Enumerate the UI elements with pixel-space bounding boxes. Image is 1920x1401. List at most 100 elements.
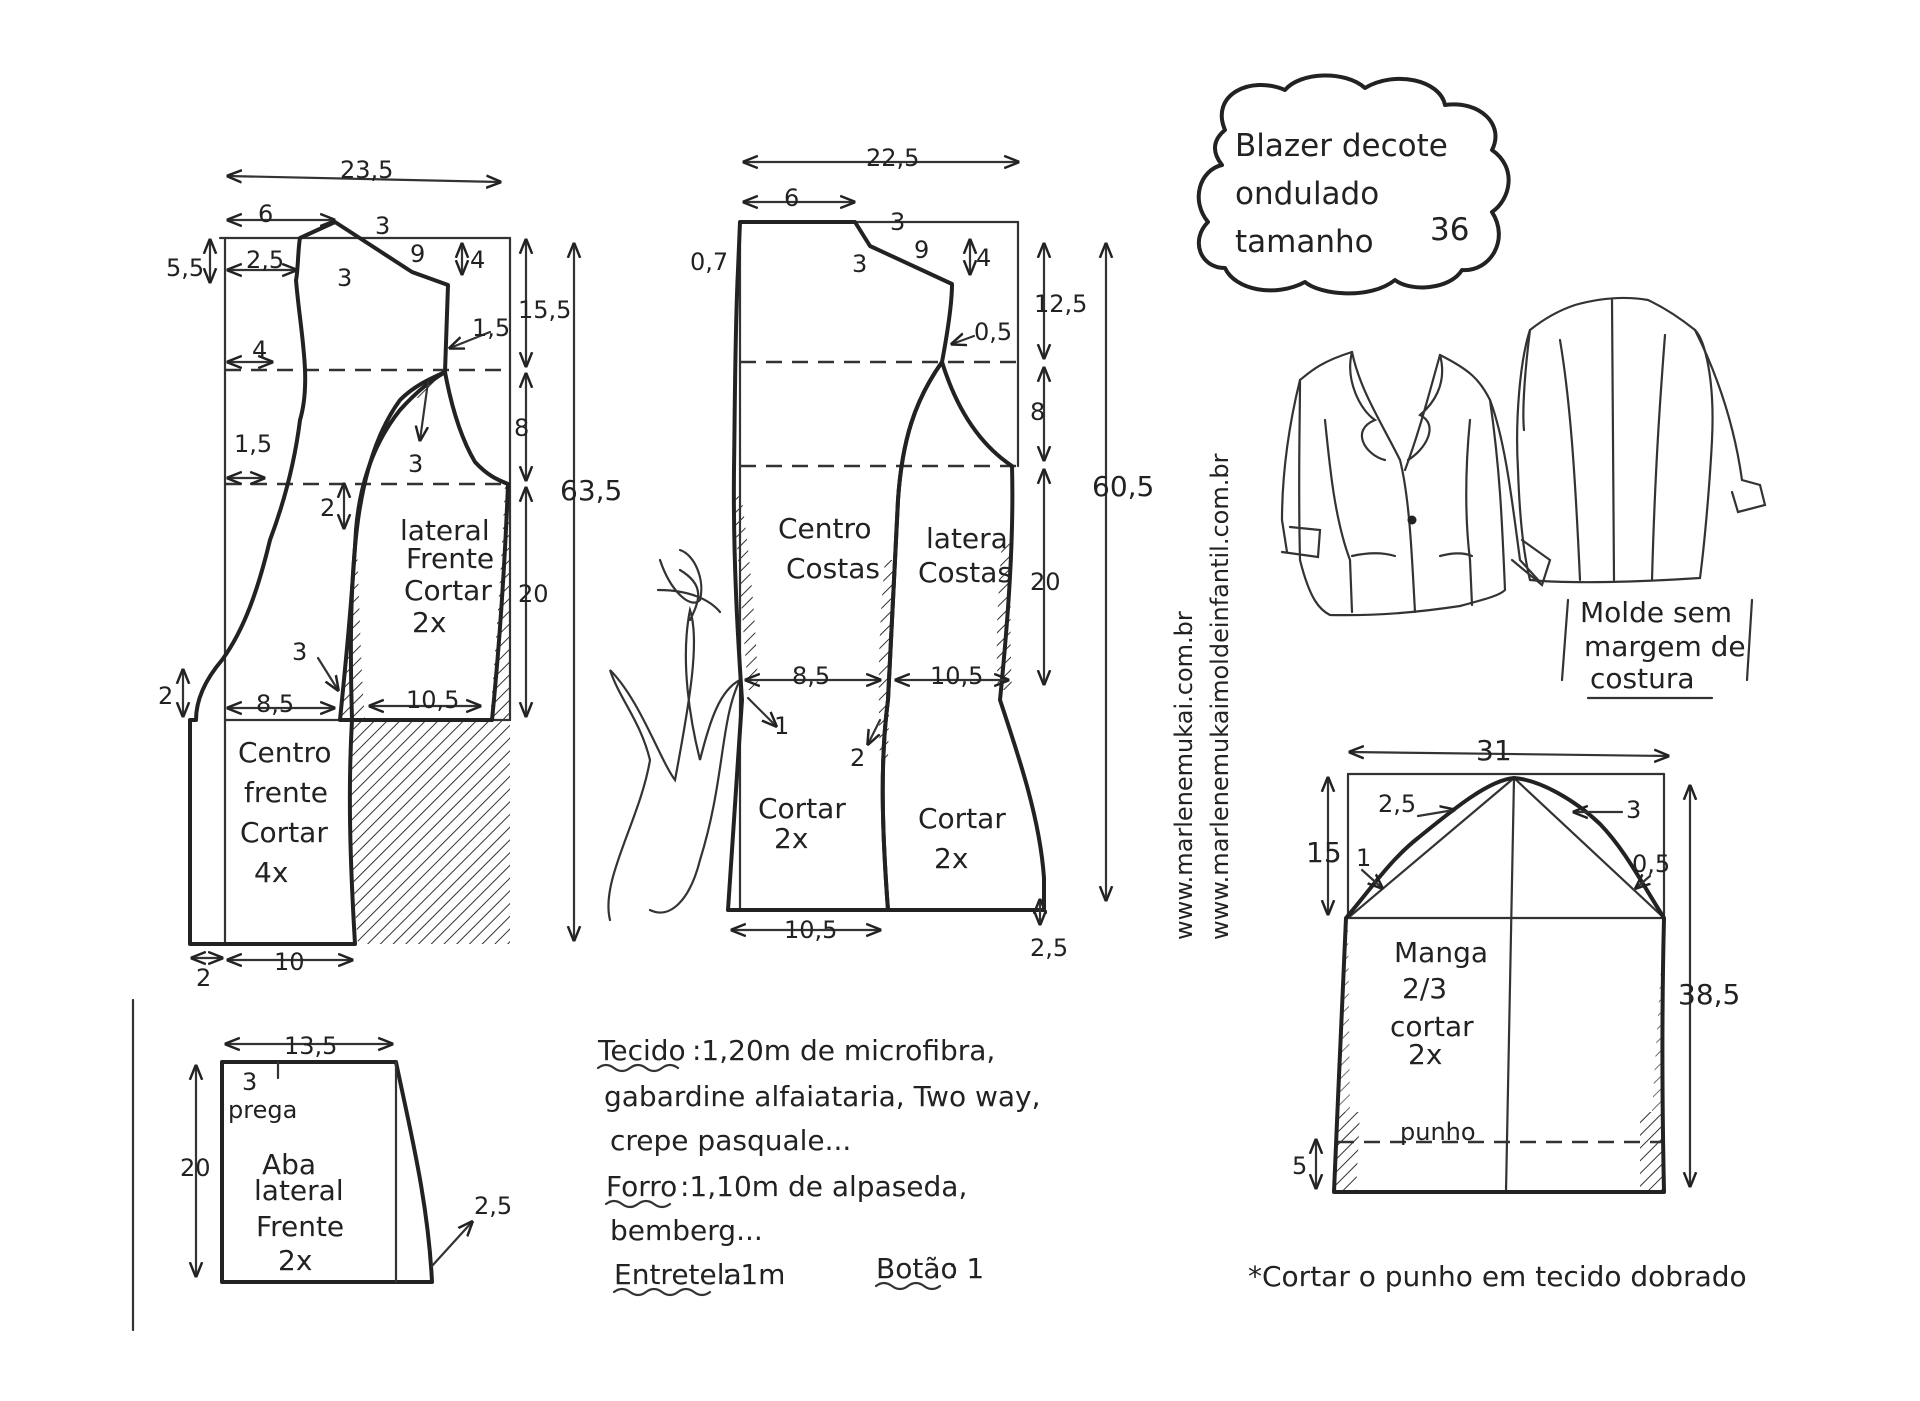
forro-line-2: bemberg... xyxy=(610,1214,763,1247)
flap-label-3: Frente xyxy=(256,1210,344,1243)
botao-value: : 1 xyxy=(948,1252,984,1285)
back-waist-side: 10,5 xyxy=(930,662,983,690)
tecido-line-2: gabardine alfaiataria, Two way, xyxy=(604,1080,1041,1113)
front-waist-center: 8,5 xyxy=(256,690,294,718)
seam-note-line-3: costura xyxy=(1590,662,1695,695)
title-line-1: Blazer decote xyxy=(1235,128,1448,164)
flap-slant: 2,5 xyxy=(474,1192,512,1220)
side-front-label-2: Frente xyxy=(406,542,494,575)
website-2: www.marlenemukaimoldeinfantil.com.br xyxy=(1206,453,1234,940)
back-center-offset: 0,7 xyxy=(690,248,728,276)
back-neck-drop: 3 xyxy=(852,250,867,278)
sleeve-label-2: 2/3 xyxy=(1402,972,1447,1005)
center-back-label-3: Cortar xyxy=(758,792,846,825)
websites: www.marlenemukai.com.br www.marlenemukai… xyxy=(1170,453,1234,940)
center-front-label-4: 4x xyxy=(254,856,288,889)
flap-pattern: 13,5 3 prega 20 2,5 Aba lateral Frente 2… xyxy=(131,998,512,1332)
side-back-label-4: 2x xyxy=(934,842,968,875)
back-hem-dart: 2 xyxy=(850,744,865,772)
forro-line-1: :1,10m de alpaseda, xyxy=(680,1170,967,1203)
front-hatch-overlap xyxy=(351,720,510,944)
title-block: Blazer decote ondulado tamanho 36 xyxy=(1196,73,1511,296)
back-width: 22,5 xyxy=(866,144,919,172)
sleeve-cap-right: 3 xyxy=(1626,796,1641,824)
center-back-label-4: 2x xyxy=(774,822,808,855)
front-hem-overlap: 2 xyxy=(196,964,211,992)
tecido-line-3: crepe pasquale... xyxy=(610,1124,851,1157)
back-height-a: 12,5 xyxy=(1034,290,1087,318)
center-front-label-1: Centro xyxy=(238,736,332,769)
fabric-notes: Tecido :1,20m de microfibra, gabardine a… xyxy=(596,1034,1041,1297)
center-back-label-2: Costas xyxy=(786,552,880,585)
back-total: 60,5 xyxy=(1092,470,1154,503)
flap-width: 13,5 xyxy=(284,1032,337,1060)
jacket-sketch xyxy=(1280,296,1767,617)
sleeve-left-small: 1 xyxy=(1356,844,1371,872)
title-line-2: ondulado xyxy=(1235,176,1379,212)
sleeve-label-3: cortar xyxy=(1390,1010,1474,1043)
seam-note-line-1: Molde sem xyxy=(1580,596,1732,629)
sleeve-cuff-height: 5 xyxy=(1292,1152,1307,1180)
botao-label: Botão xyxy=(876,1252,958,1285)
back-height-b: 8 xyxy=(1030,398,1045,426)
front-side-gap: 2 xyxy=(320,494,335,522)
back-shoulder-drop: 4 xyxy=(976,244,991,272)
center-back-label-1: Centro xyxy=(778,512,872,545)
front-left-top: 5,5 xyxy=(166,254,204,282)
back-shoulder: 9 xyxy=(914,236,929,264)
side-front-outline xyxy=(338,370,510,722)
tecido-label: Tecido xyxy=(597,1034,686,1067)
back-pattern: Centro Costas Cortar 2x lateral Costas C… xyxy=(690,144,1154,962)
center-front-label-3: Cortar xyxy=(240,816,328,849)
side-back-label-3: Cortar xyxy=(918,802,1006,835)
front-height-b: 8 xyxy=(514,414,529,442)
front-height-c: 20 xyxy=(518,580,549,608)
front-width: 23,5 xyxy=(340,156,393,184)
back-armhole-point: 0,5 xyxy=(974,318,1012,346)
side-back-outline xyxy=(880,360,1046,912)
title-cloud xyxy=(1196,73,1511,296)
seam-note-line-2: margem de xyxy=(1584,630,1746,663)
flap-label-1: Aba xyxy=(262,1148,316,1181)
front-neck-drop: 3 xyxy=(337,264,352,292)
back-waist-center: 8,5 xyxy=(792,662,830,690)
button-icon xyxy=(1407,515,1417,525)
front-shoulder: 9 xyxy=(410,240,425,268)
side-front-label-1: lateral xyxy=(400,514,490,547)
entretela-label: Entretela xyxy=(614,1258,742,1291)
side-back-label-1: lateral xyxy=(926,522,1016,555)
flap-height: 20 xyxy=(180,1154,211,1182)
front-height-a: 15,5 xyxy=(518,296,571,324)
back-hem-width: 10,5 xyxy=(784,916,837,944)
side-front-label-4: 2x xyxy=(412,606,446,639)
sleeve-pattern: 31 15 2,5 3 1 0,5 38,5 5 punho Manga 2/3… xyxy=(1292,734,1740,1194)
sleeve-outline xyxy=(1332,776,1666,1194)
side-front-label-3: Cortar xyxy=(404,574,492,607)
front-neck-side: 3 xyxy=(375,212,390,240)
title-line-3: tamanho xyxy=(1235,224,1374,260)
flap-label-4: 2x xyxy=(278,1244,312,1277)
signature: Marlene Mukai xyxy=(607,548,743,922)
front-waist-offset: 1,5 xyxy=(234,430,272,458)
back-hem-side: 2,5 xyxy=(1030,934,1068,962)
flap-outline xyxy=(220,1060,434,1284)
sleeve-cuff-label: punho xyxy=(1400,1118,1476,1146)
front-waist-side: 10,5 xyxy=(406,686,459,714)
flap-label-2: lateral xyxy=(254,1174,344,1207)
back-neck: 6 xyxy=(784,184,799,212)
front-hem-step: 2 xyxy=(158,682,173,710)
front-hem-width: 10 xyxy=(274,948,305,976)
sleeve-right-small: 0,5 xyxy=(1632,850,1670,878)
front-bust-offset: 4 xyxy=(252,336,267,364)
center-front-label-2: frente xyxy=(244,776,328,809)
website-1: www.marlenemukai.com.br xyxy=(1170,611,1198,940)
front-shoulder-drop: 4 xyxy=(470,246,485,274)
front-total: 63,5 xyxy=(560,474,622,507)
side-back-label-2: Costas xyxy=(918,556,1012,589)
seam-note: Molde sem margem de costura xyxy=(1560,596,1754,700)
sleeve-total: 38,5 xyxy=(1678,978,1740,1011)
flap-pleat-word: prega xyxy=(228,1096,297,1124)
front-pattern: Centro frente Cortar 4x lateral Frente C… xyxy=(158,156,622,992)
sleeve-cap-left: 2,5 xyxy=(1378,790,1416,818)
